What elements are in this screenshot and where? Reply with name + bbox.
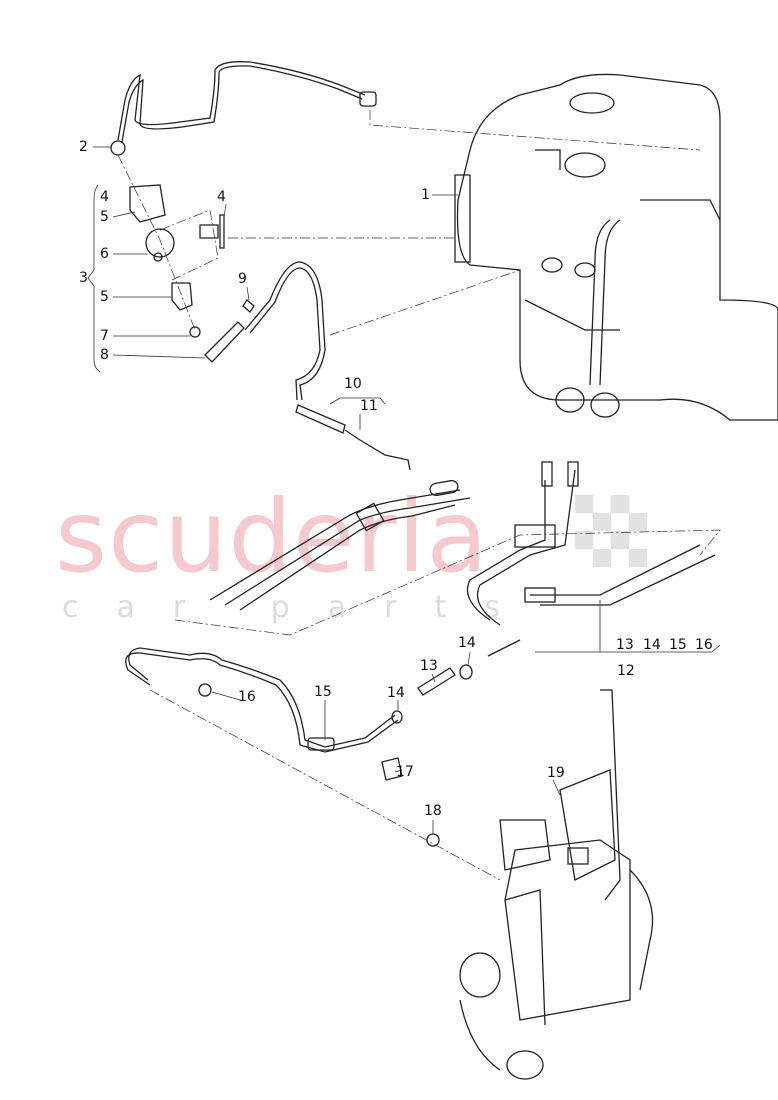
callout-13: 13 [616, 637, 634, 653]
callout-12: 12 [617, 663, 635, 679]
callout-7: 7 [100, 328, 109, 344]
hose-10-11 [244, 261, 411, 471]
valve-assembly [129, 184, 255, 363]
fuel-tank [454, 73, 778, 421]
auxiliary-heater [459, 689, 654, 1080]
callout-15: 15 [669, 637, 687, 653]
callout-19: 19 [547, 765, 565, 781]
callout-14: 14 [458, 635, 476, 651]
callout-3: 3 [79, 270, 88, 286]
callout-2: 2 [79, 139, 88, 155]
line-set-left [209, 479, 471, 611]
line-set-right [466, 461, 716, 626]
callout-8: 8 [100, 347, 109, 363]
callout-14: 14 [387, 685, 405, 701]
callout-16: 16 [695, 637, 713, 653]
callout-10: 10 [344, 376, 362, 392]
dash-dot-lines [117, 110, 721, 881]
callout-16: 16 [238, 689, 256, 705]
callout-14: 14 [643, 637, 661, 653]
watermark-subtitle: car parts [62, 590, 538, 625]
leader-lines [87, 146, 721, 834]
fuel-line-lower [125, 639, 521, 847]
callout-17: 17 [396, 764, 414, 780]
callout-5: 5 [100, 209, 109, 225]
fuel-line-top [110, 61, 377, 156]
callout-18: 18 [424, 803, 442, 819]
callout-6: 6 [100, 246, 109, 262]
callout-15: 15 [314, 684, 332, 700]
callout-4: 4 [100, 189, 109, 205]
checkered-flag-watermark [575, 495, 647, 567]
callout-4: 4 [217, 189, 226, 205]
callout-1: 1 [421, 187, 430, 203]
callout-5: 5 [100, 289, 109, 305]
callout-11: 11 [360, 398, 378, 414]
callout-13: 13 [420, 658, 438, 674]
callout-9: 9 [238, 271, 247, 287]
